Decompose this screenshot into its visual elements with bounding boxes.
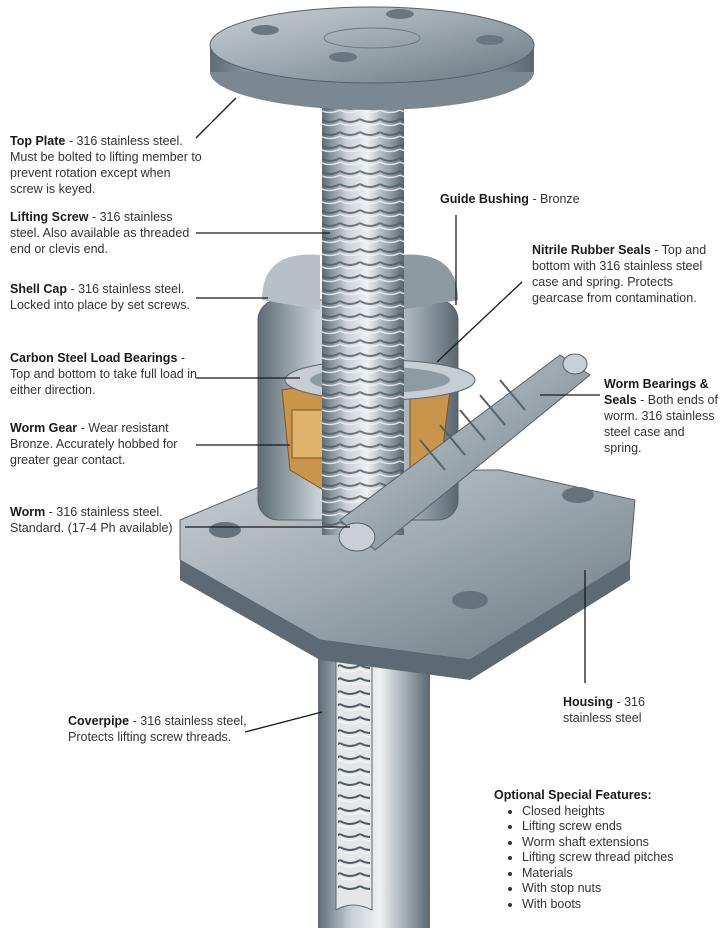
feature-item: With stop nuts xyxy=(522,881,673,897)
features-list: Closed heights Lifting screw ends Worm s… xyxy=(494,804,673,913)
leader-nitrile-seals xyxy=(436,281,523,363)
features-title: Optional Special Features: xyxy=(494,788,652,802)
feature-item: Materials xyxy=(522,866,673,882)
callout-housing: Housing - 316 stainless steel xyxy=(563,695,645,725)
callout-shell-cap: Shell Cap - 316 stainless steel. Locked … xyxy=(10,282,190,312)
leader-top-plate xyxy=(195,97,237,139)
callout-worm-gear: Worm Gear - Wear resistant Bronze. Accur… xyxy=(10,421,178,467)
feature-item: Lifting screw thread pitches xyxy=(522,850,673,866)
callout-worm: Worm - 316 stainless steel. Standard. (1… xyxy=(10,505,173,535)
callout-lifting-screw: Lifting Screw - 316 stainless steel. Als… xyxy=(10,210,190,256)
housing-part xyxy=(179,254,636,680)
feature-item: Lifting screw ends xyxy=(522,819,673,835)
lifting-screw-part xyxy=(322,95,404,535)
callout-guide-bushing: Guide Bushing - Bronze xyxy=(440,192,580,206)
callout-load-bearings: Carbon Steel Load Bearings - Top and bot… xyxy=(10,351,197,397)
callout-top-plate: Top Plate - 316 stainless steel. Must be… xyxy=(10,134,202,196)
top-plate-part xyxy=(209,6,535,110)
callout-worm-bearings: Worm Bearings & Seals - Both ends of wor… xyxy=(604,377,718,455)
callout-coverpipe: Coverpipe - 316 stainless steel, Protect… xyxy=(68,714,247,744)
optional-features: Optional Special Features: Closed height… xyxy=(494,788,673,912)
feature-item: With boots xyxy=(522,897,673,913)
leader-coverpipe xyxy=(244,711,323,733)
feature-item: Worm shaft extensions xyxy=(522,835,673,851)
callout-nitrile-seals: Nitrile Rubber Seals - Top and bottom wi… xyxy=(532,243,707,305)
worm-part xyxy=(338,353,591,552)
leader-lines xyxy=(185,97,600,733)
feature-item: Closed heights xyxy=(522,804,673,820)
